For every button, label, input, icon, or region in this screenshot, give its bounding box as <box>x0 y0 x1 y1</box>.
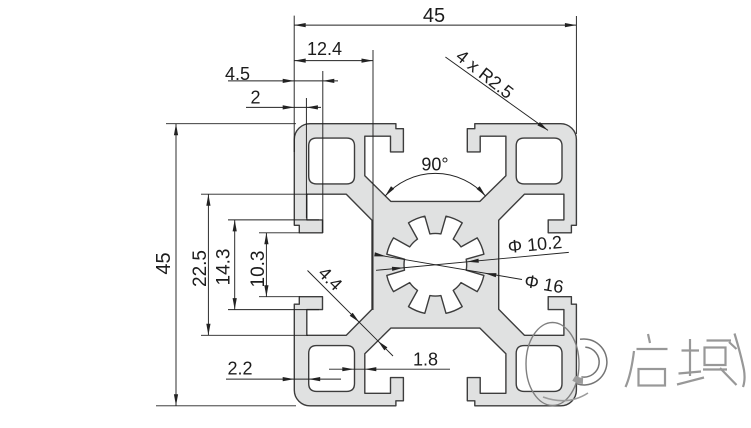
svg-text:4.4: 4.4 <box>314 263 346 295</box>
svg-text:90°: 90° <box>421 155 448 175</box>
svg-text:4.5: 4.5 <box>225 64 250 84</box>
svg-text:2.2: 2.2 <box>227 358 252 378</box>
svg-text:2: 2 <box>250 88 260 108</box>
svg-text:4 x R2.5: 4 x R2.5 <box>452 46 517 103</box>
svg-text:22.5: 22.5 <box>190 250 211 287</box>
svg-text:Φ 16: Φ 16 <box>523 271 565 297</box>
svg-text:10.3: 10.3 <box>248 251 269 288</box>
svg-text:45: 45 <box>153 252 175 274</box>
svg-text:45: 45 <box>423 5 445 27</box>
svg-text:12.4: 12.4 <box>307 39 342 59</box>
svg-text:1.8: 1.8 <box>413 349 438 369</box>
svg-text:14.3: 14.3 <box>214 249 235 286</box>
